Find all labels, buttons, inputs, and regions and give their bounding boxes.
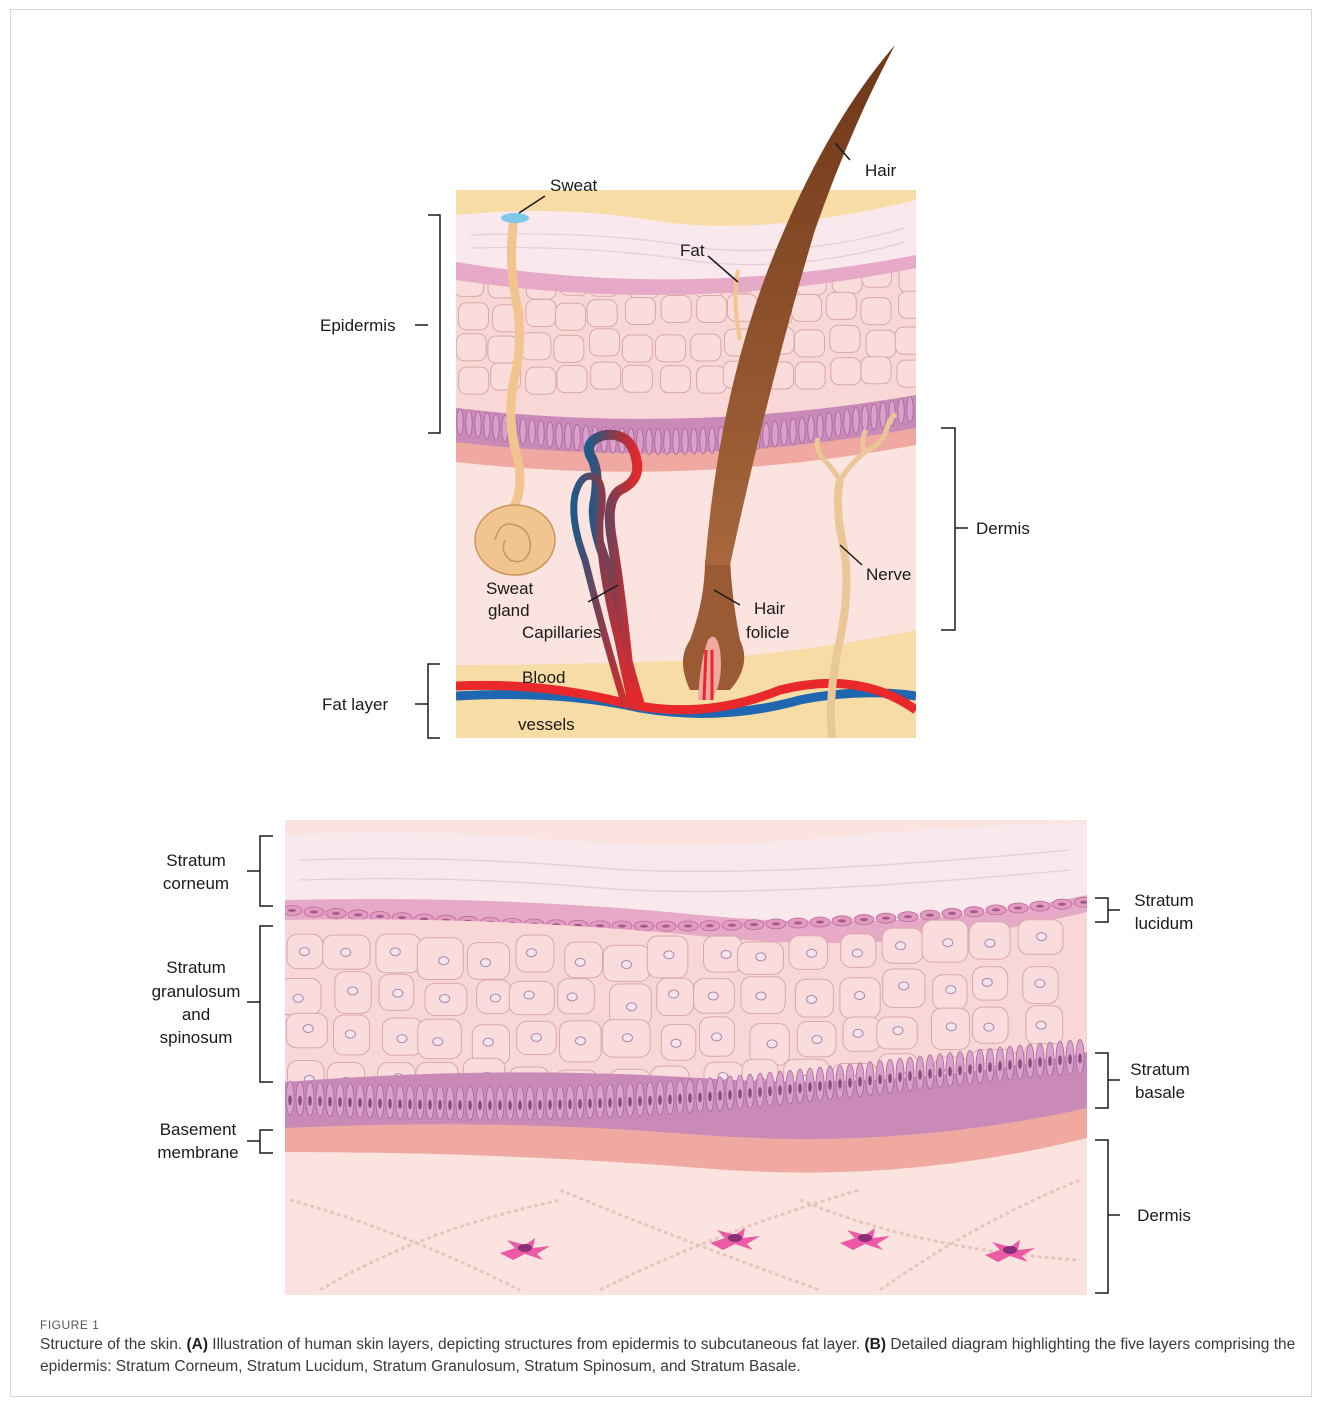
label-fat-layer: Fat layer <box>322 695 388 714</box>
label-sweat-gland-1: Sweat <box>486 579 534 598</box>
label-dermis-a: Dermis <box>976 519 1030 538</box>
caption-text: Structure of the skin. (A) Illustration … <box>40 1334 1300 1378</box>
epidermis-bracket <box>428 215 440 433</box>
label-basement-1: Basement <box>160 1120 237 1139</box>
caption-a-tag: (A) <box>186 1336 208 1353</box>
caption-b-tag: (B) <box>864 1336 886 1353</box>
sweat-gland-body <box>475 505 555 575</box>
dermis-bracket-a <box>941 428 955 630</box>
label-dermis-b: Dermis <box>1137 1206 1191 1225</box>
label-sweat: Sweat <box>550 176 598 195</box>
label-corneum-2: corneum <box>163 874 229 893</box>
label-gran-3: and <box>182 1005 210 1024</box>
label-epidermis: Epidermis <box>320 316 396 335</box>
figure-label: FIGURE 1 <box>40 1318 1300 1332</box>
label-gran-4: spinosum <box>160 1028 233 1047</box>
skin-structure-diagram: Sweat Hair Fat Epidermis Dermis Nerve Sw… <box>0 0 1322 1310</box>
caption-intro: Structure of the skin. <box>40 1336 186 1353</box>
label-capillaries: Capillaries <box>522 623 601 642</box>
label-sweat-gland-2: gland <box>488 601 530 620</box>
label-hair-folicle-1: Hair <box>754 599 786 618</box>
label-basement-2: membrane <box>157 1143 238 1162</box>
label-blood: Blood <box>522 668 565 687</box>
fat-layer-bracket <box>428 664 440 738</box>
label-basale-1: Stratum <box>1130 1060 1190 1079</box>
label-hair: Hair <box>865 161 897 180</box>
label-corneum-1: Stratum <box>166 851 226 870</box>
label-hair-folicle-2: folicle <box>746 623 789 642</box>
label-lucidum-1: Stratum <box>1134 891 1194 910</box>
figure-caption: FIGURE 1 Structure of the skin. (A) Illu… <box>40 1318 1300 1378</box>
panel-a <box>454 190 929 738</box>
label-vessels: vessels <box>518 715 575 734</box>
label-lucidum-2: lucidum <box>1135 914 1194 933</box>
caption-a-text: Illustration of human skin layers, depic… <box>208 1336 864 1353</box>
label-gran-2: granulosum <box>152 982 241 1001</box>
label-fat: Fat <box>680 241 705 260</box>
label-nerve: Nerve <box>866 565 911 584</box>
panel-b <box>279 820 1094 1295</box>
sweat-drop <box>501 213 529 223</box>
label-gran-1: Stratum <box>166 958 226 977</box>
label-basale-2: basale <box>1135 1083 1185 1102</box>
